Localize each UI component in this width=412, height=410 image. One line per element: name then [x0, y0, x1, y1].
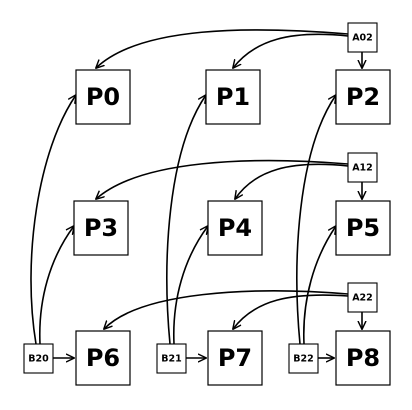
source-box-a12	[347, 152, 378, 183]
node-p7: P7	[207, 330, 263, 386]
node-box-p8	[335, 330, 391, 386]
node-p0: P0	[75, 69, 131, 125]
edge-a12-to-p4	[235, 163, 349, 199]
node-box-p0	[75, 69, 131, 125]
source-label-a02: A02	[352, 33, 373, 44]
source-box-b21	[156, 343, 187, 374]
source-b21: B21	[156, 343, 187, 374]
node-label-p0: P0	[86, 83, 120, 111]
node-box-p1	[205, 69, 261, 125]
edge-a12-to-p3	[96, 159, 349, 199]
node-label-p1: P1	[216, 83, 250, 111]
node-p8: P8	[335, 330, 391, 386]
node-box-p6	[75, 330, 131, 386]
source-label-a22: A22	[352, 293, 373, 304]
edge-a22-to-p6	[104, 290, 349, 329]
edge-a22-to-p7	[233, 294, 349, 329]
node-label-p3: P3	[84, 214, 118, 242]
node-label-p2: P2	[346, 83, 380, 111]
edges	[30, 29, 362, 358]
node-label-p6: P6	[86, 344, 120, 372]
source-a22: A22	[347, 282, 378, 313]
source-a02: A02	[347, 22, 378, 53]
edge-a02-to-p0	[96, 29, 349, 68]
node-p1: P1	[205, 69, 261, 125]
source-label-b22: B22	[293, 354, 313, 365]
node-box-p7	[207, 330, 263, 386]
edge-b20-to-p0	[30, 95, 76, 345]
node-label-p4: P4	[218, 214, 252, 242]
edge-b21-to-p4	[172, 226, 208, 345]
edge-b20-to-p3	[38, 226, 74, 345]
source-b22: B22	[288, 343, 319, 374]
node-p3: P3	[73, 200, 129, 256]
node-label-p5: P5	[346, 214, 380, 242]
node-box-p2	[335, 69, 391, 125]
source-box-b22	[288, 343, 319, 374]
source-box-b20	[23, 343, 54, 374]
source-label-a12: A12	[352, 163, 373, 174]
node-box-p4	[207, 200, 263, 256]
edge-b22-to-p5	[302, 226, 336, 345]
node-box-p5	[335, 200, 391, 256]
edge-b21-to-p1	[166, 95, 206, 345]
node-p2: P2	[335, 69, 391, 125]
source-box-a02	[347, 22, 378, 53]
source-b20: B20	[23, 343, 54, 374]
node-label-p7: P7	[218, 344, 252, 372]
node-p5: P5	[335, 200, 391, 256]
source-box-a22	[347, 282, 378, 313]
node-p6: P6	[75, 330, 131, 386]
source-label-b21: B21	[161, 354, 181, 365]
node-label-p8: P8	[346, 344, 380, 372]
node-p4: P4	[207, 200, 263, 256]
source-label-b20: B20	[28, 354, 49, 365]
edge-a02-to-p1	[233, 33, 349, 68]
source-a12: A12	[347, 152, 378, 183]
node-box-p3	[73, 200, 129, 256]
edge-b22-to-p2	[296, 95, 336, 345]
